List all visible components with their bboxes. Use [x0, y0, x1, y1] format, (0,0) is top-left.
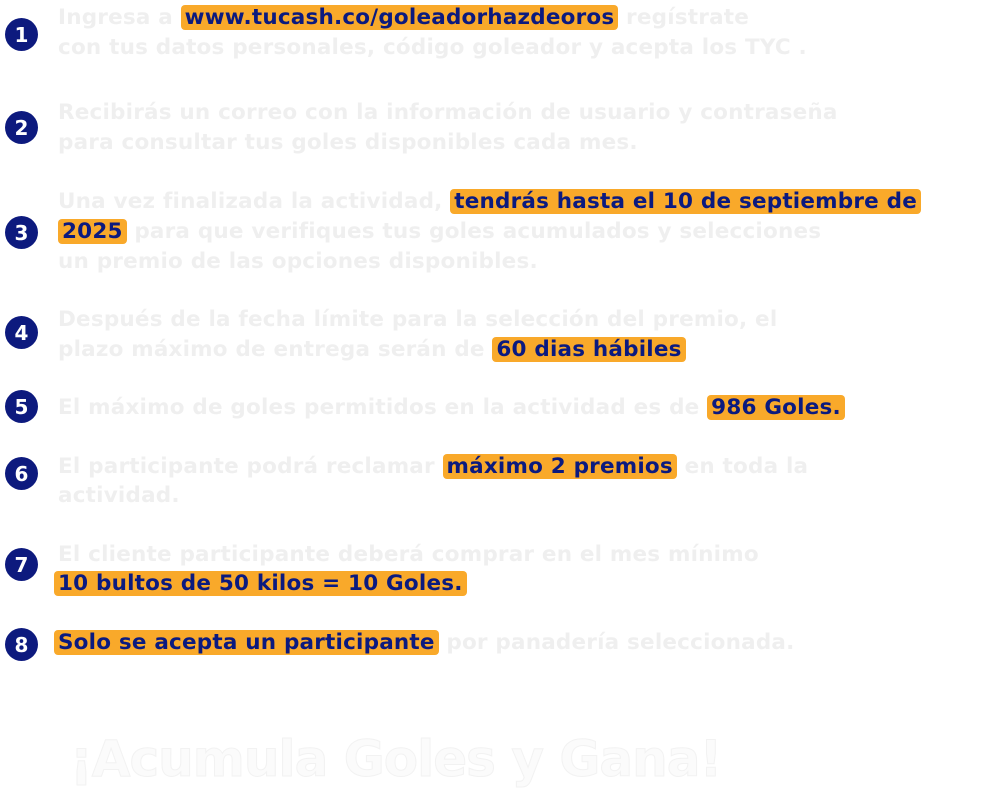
step-text: 2025 para que verifiques tus goles acumu… [58, 217, 821, 247]
step-text: Recibirás un correo con la información d… [58, 100, 838, 125]
step-text-plain: El máximo de goles permitidos en la acti… [58, 395, 708, 420]
step-text: Solo se acepta un participante por panad… [54, 628, 795, 658]
highlight: 2025 [58, 219, 127, 244]
highlight: tendrás hasta el 10 de septiembre de [450, 189, 921, 214]
step-number-badge: 7 [5, 548, 38, 581]
step-text-plain: en toda la [676, 454, 809, 479]
step-text-plain: Ingresa a [58, 5, 181, 30]
step-text-plain: regístrate [618, 5, 750, 30]
step-number-badge: 8 [5, 628, 38, 661]
step-text-plain: plazo máximo de entrega serán de [58, 337, 493, 362]
step-text: El cliente participante deberá comprar e… [58, 542, 759, 567]
step-number-badge: 5 [5, 390, 38, 423]
step-text: 10 bultos de 50 kilos = 10 Goles. [54, 569, 467, 599]
step-text: con tus datos personales, código goleado… [58, 35, 807, 60]
step-text: para consultar tus goles disponibles cad… [58, 130, 638, 155]
step-text: un premio de las opciones disponibles. [58, 249, 538, 274]
step-text-plain: El participante podrá reclamar [58, 454, 443, 479]
website-link[interactable]: www.tucash.co/goleadorhazdeoros [180, 5, 619, 30]
step-text: Después de la fecha límite para la selec… [58, 307, 778, 332]
step-number-badge: 1 [5, 18, 38, 51]
step-text-plain: por panadería seleccionada. [438, 630, 795, 655]
step-number-badge: 2 [5, 111, 38, 144]
step-text: El participante podrá reclamar máximo 2 … [58, 452, 808, 482]
step-number-badge: 3 [5, 216, 38, 249]
highlight: Solo se acepta un participante [54, 630, 439, 655]
step-text: actividad. [58, 483, 180, 508]
highlight: 986 Goles. [707, 395, 845, 420]
step-text-plain: Una vez finalizada la actividad, [58, 189, 451, 214]
step-text-plain: para que verifiques tus goles acumulados… [126, 219, 822, 244]
step-text: Una vez finalizada la actividad, tendrás… [58, 187, 921, 217]
headline-title: ¡Acumula Goles y Gana! [69, 730, 722, 789]
step-number-badge: 4 [5, 316, 38, 349]
step-text: Ingresa a www.tucash.co/goleadorhazdeoro… [58, 3, 749, 33]
highlight: 10 bultos de 50 kilos = 10 Goles. [54, 571, 467, 596]
step-number-badge: 6 [5, 457, 38, 490]
step-text: plazo máximo de entrega serán de 60 dias… [58, 335, 686, 365]
highlight: 60 dias hábiles [492, 337, 686, 362]
step-text: El máximo de goles permitidos en la acti… [58, 393, 845, 423]
highlight: máximo 2 premios [442, 454, 677, 479]
